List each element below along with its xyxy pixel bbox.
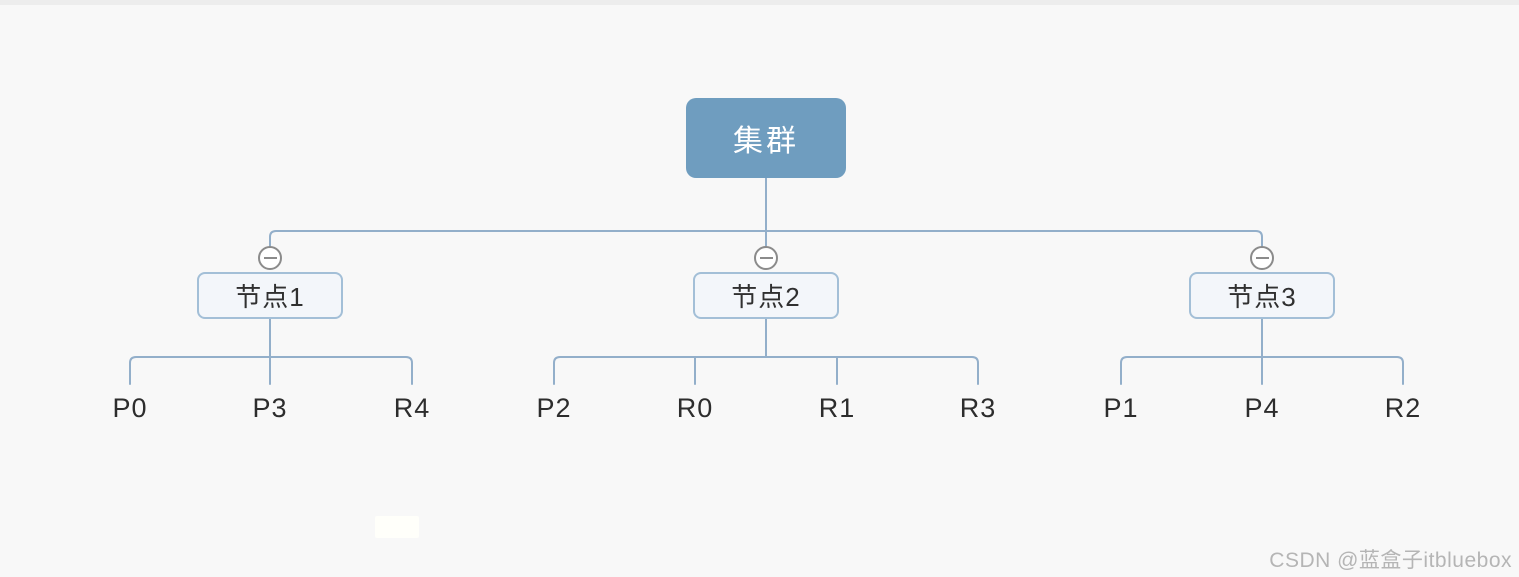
leaf-label[interactable]: R1: [818, 393, 856, 423]
collapse-toggle-node1[interactable]: [258, 246, 282, 270]
branch-node-2[interactable]: 节点2: [693, 272, 839, 319]
leaf-label[interactable]: R3: [959, 393, 997, 423]
leaf-label[interactable]: R2: [1384, 393, 1422, 423]
collapse-toggle-node3[interactable]: [1250, 246, 1274, 270]
branch-node-1[interactable]: 节点1: [197, 272, 343, 319]
branch-node-label: 节点3: [1227, 282, 1297, 312]
root-node-cluster[interactable]: 集群: [686, 98, 846, 178]
leaf-label[interactable]: P1: [1103, 393, 1139, 423]
root-node-label: 集群: [733, 125, 799, 158]
leaf-label[interactable]: R0: [676, 393, 714, 423]
branch-node-3[interactable]: 节点3: [1189, 272, 1335, 319]
minus-icon: [1255, 257, 1269, 259]
leaf-label[interactable]: P3: [252, 393, 288, 423]
leaf-label[interactable]: P4: [1244, 393, 1280, 423]
top-edge-strip: [0, 0, 1519, 5]
leaf-label[interactable]: P2: [536, 393, 572, 423]
collapse-toggle-node2[interactable]: [754, 246, 778, 270]
csdn-watermark: CSDN @蓝盒子itbluebox: [1269, 549, 1512, 572]
minus-icon: [263, 257, 277, 259]
branch-node-label: 节点2: [731, 282, 801, 312]
leaf-label[interactable]: R4: [393, 393, 431, 423]
leaf-label[interactable]: P0: [112, 393, 148, 423]
faint-watermark-patch: [375, 516, 419, 538]
branch-node-label: 节点1: [235, 282, 305, 312]
minus-icon: [759, 257, 773, 259]
